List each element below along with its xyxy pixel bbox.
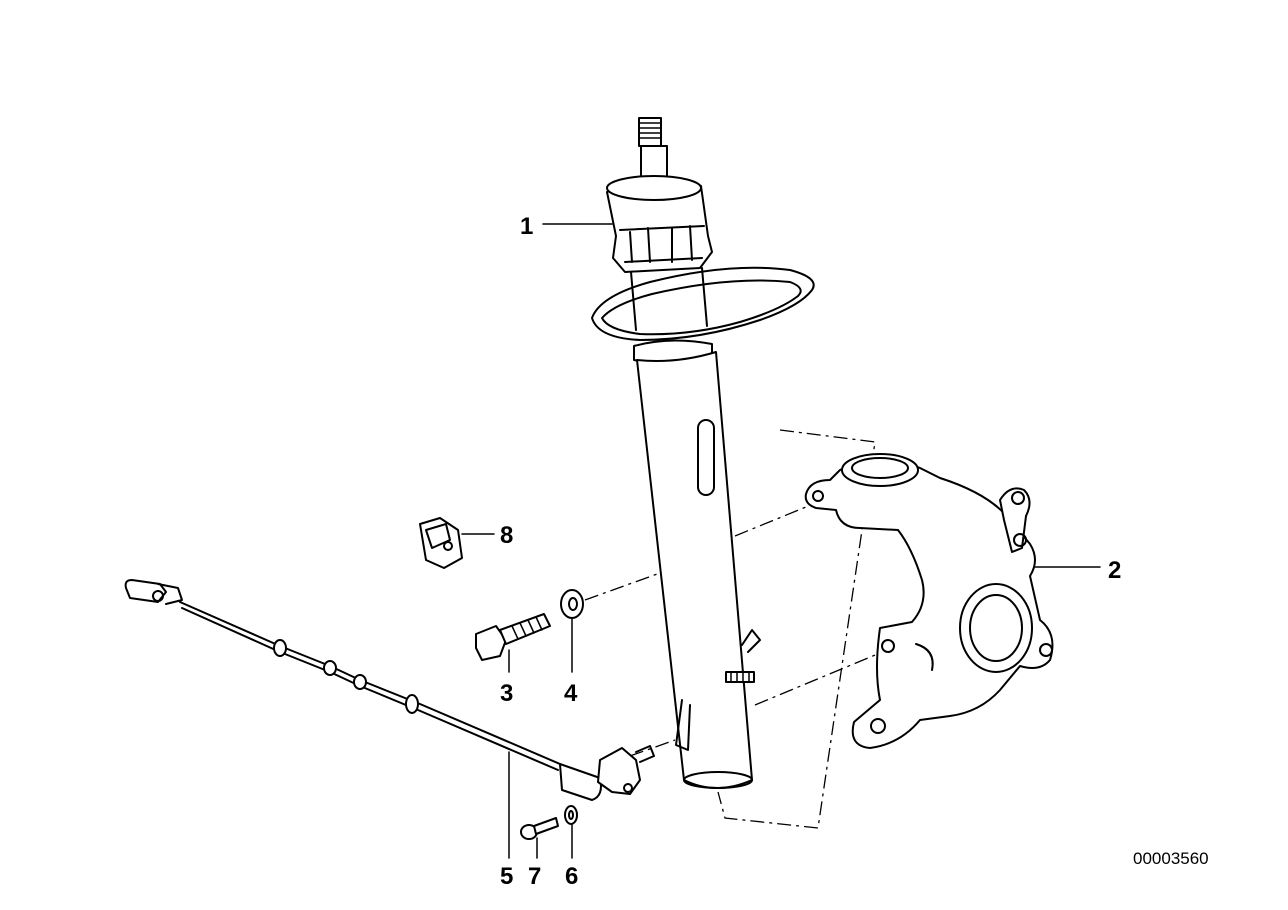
callout-6: 6	[565, 863, 578, 890]
washer-icon	[560, 589, 584, 619]
small-washer-icon	[564, 805, 578, 825]
diagram-reference-number: 00003560	[1133, 849, 1209, 868]
leader-lines	[461, 223, 1101, 859]
hex-bolt-icon	[475, 613, 551, 661]
assembly-guide-lines	[584, 429, 881, 829]
callout-2: 2	[1108, 557, 1121, 584]
screw-icon	[520, 817, 559, 840]
steering-knuckle-icon	[804, 453, 1054, 749]
callout-5: 5	[500, 863, 513, 890]
callout-8: 8	[500, 522, 513, 549]
callout-7: 7	[528, 863, 541, 890]
strut-icon	[591, 117, 815, 789]
sensor-cable-icon	[124, 579, 655, 801]
callout-3: 3	[500, 680, 513, 707]
callout-1: 1	[520, 213, 533, 240]
clip-icon	[419, 517, 463, 569]
callout-4: 4	[564, 680, 578, 707]
